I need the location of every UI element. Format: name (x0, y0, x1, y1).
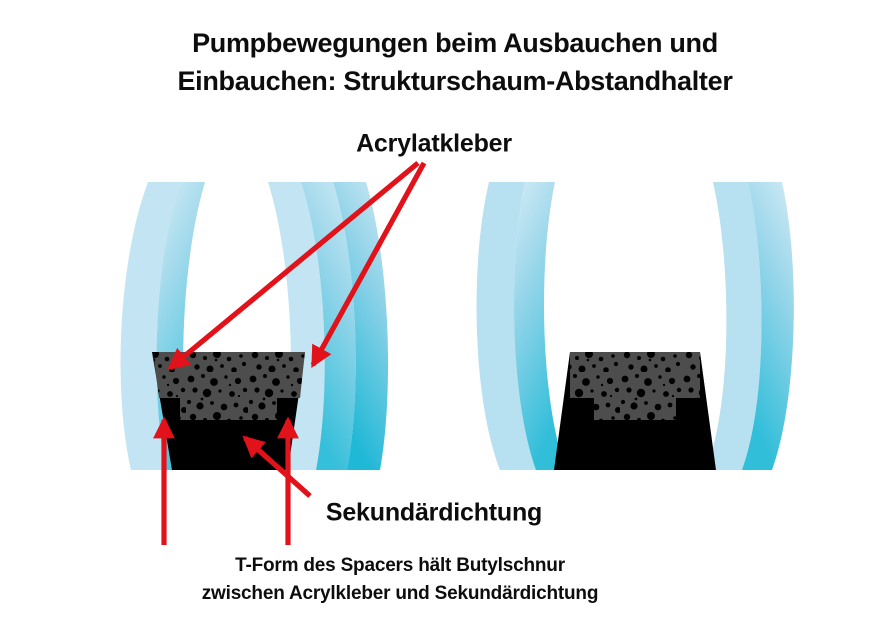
acrylate-adhesive-annotation: Acrylatkleber (167, 130, 513, 371)
glass-pane-left-right-panel-face (514, 182, 566, 470)
title-line-1: Pumpbewegungen beim Ausbauchen und (192, 28, 718, 58)
secondary-seal-label: Sekundärdichtung (326, 499, 542, 527)
tform-caption-line-1: T-Form des Spacers hält Butylschnur (235, 555, 566, 576)
title-line-2: Einbauchen: Strukturschaum-Abstandhalter (177, 66, 733, 96)
glass-pane-right-right-panel (706, 182, 762, 470)
glass-pane-right-right-panel-face (742, 182, 794, 470)
figure-title: Pumpbewegungen beim Ausbauchen und Einba… (177, 28, 733, 96)
acrylate-adhesive-label: Acrylatkleber (356, 130, 512, 158)
acrylate-adhesive-arrow-left (167, 160, 420, 371)
glass-pane-outer-left (120, 182, 180, 470)
glass-pane-inner-left-face (301, 182, 356, 470)
glass-pane-left-right-panel (476, 182, 536, 470)
acrylate-adhesive-arrow-right (310, 161, 427, 369)
einbauchen-panel (120, 182, 389, 470)
tform-caption-line-2: zwischen Acrylkleber und Sekundärdichtun… (202, 583, 599, 604)
secondary-seal-arrow (242, 435, 312, 498)
structural-foam-spacer-right (570, 352, 700, 420)
ausbauchen-panel (476, 182, 794, 470)
secondary-seal-annotation: Sekundärdichtung (242, 435, 542, 527)
tform-caption-annotation: T-Form des Spacers hält Butylschnur zwis… (153, 416, 599, 604)
